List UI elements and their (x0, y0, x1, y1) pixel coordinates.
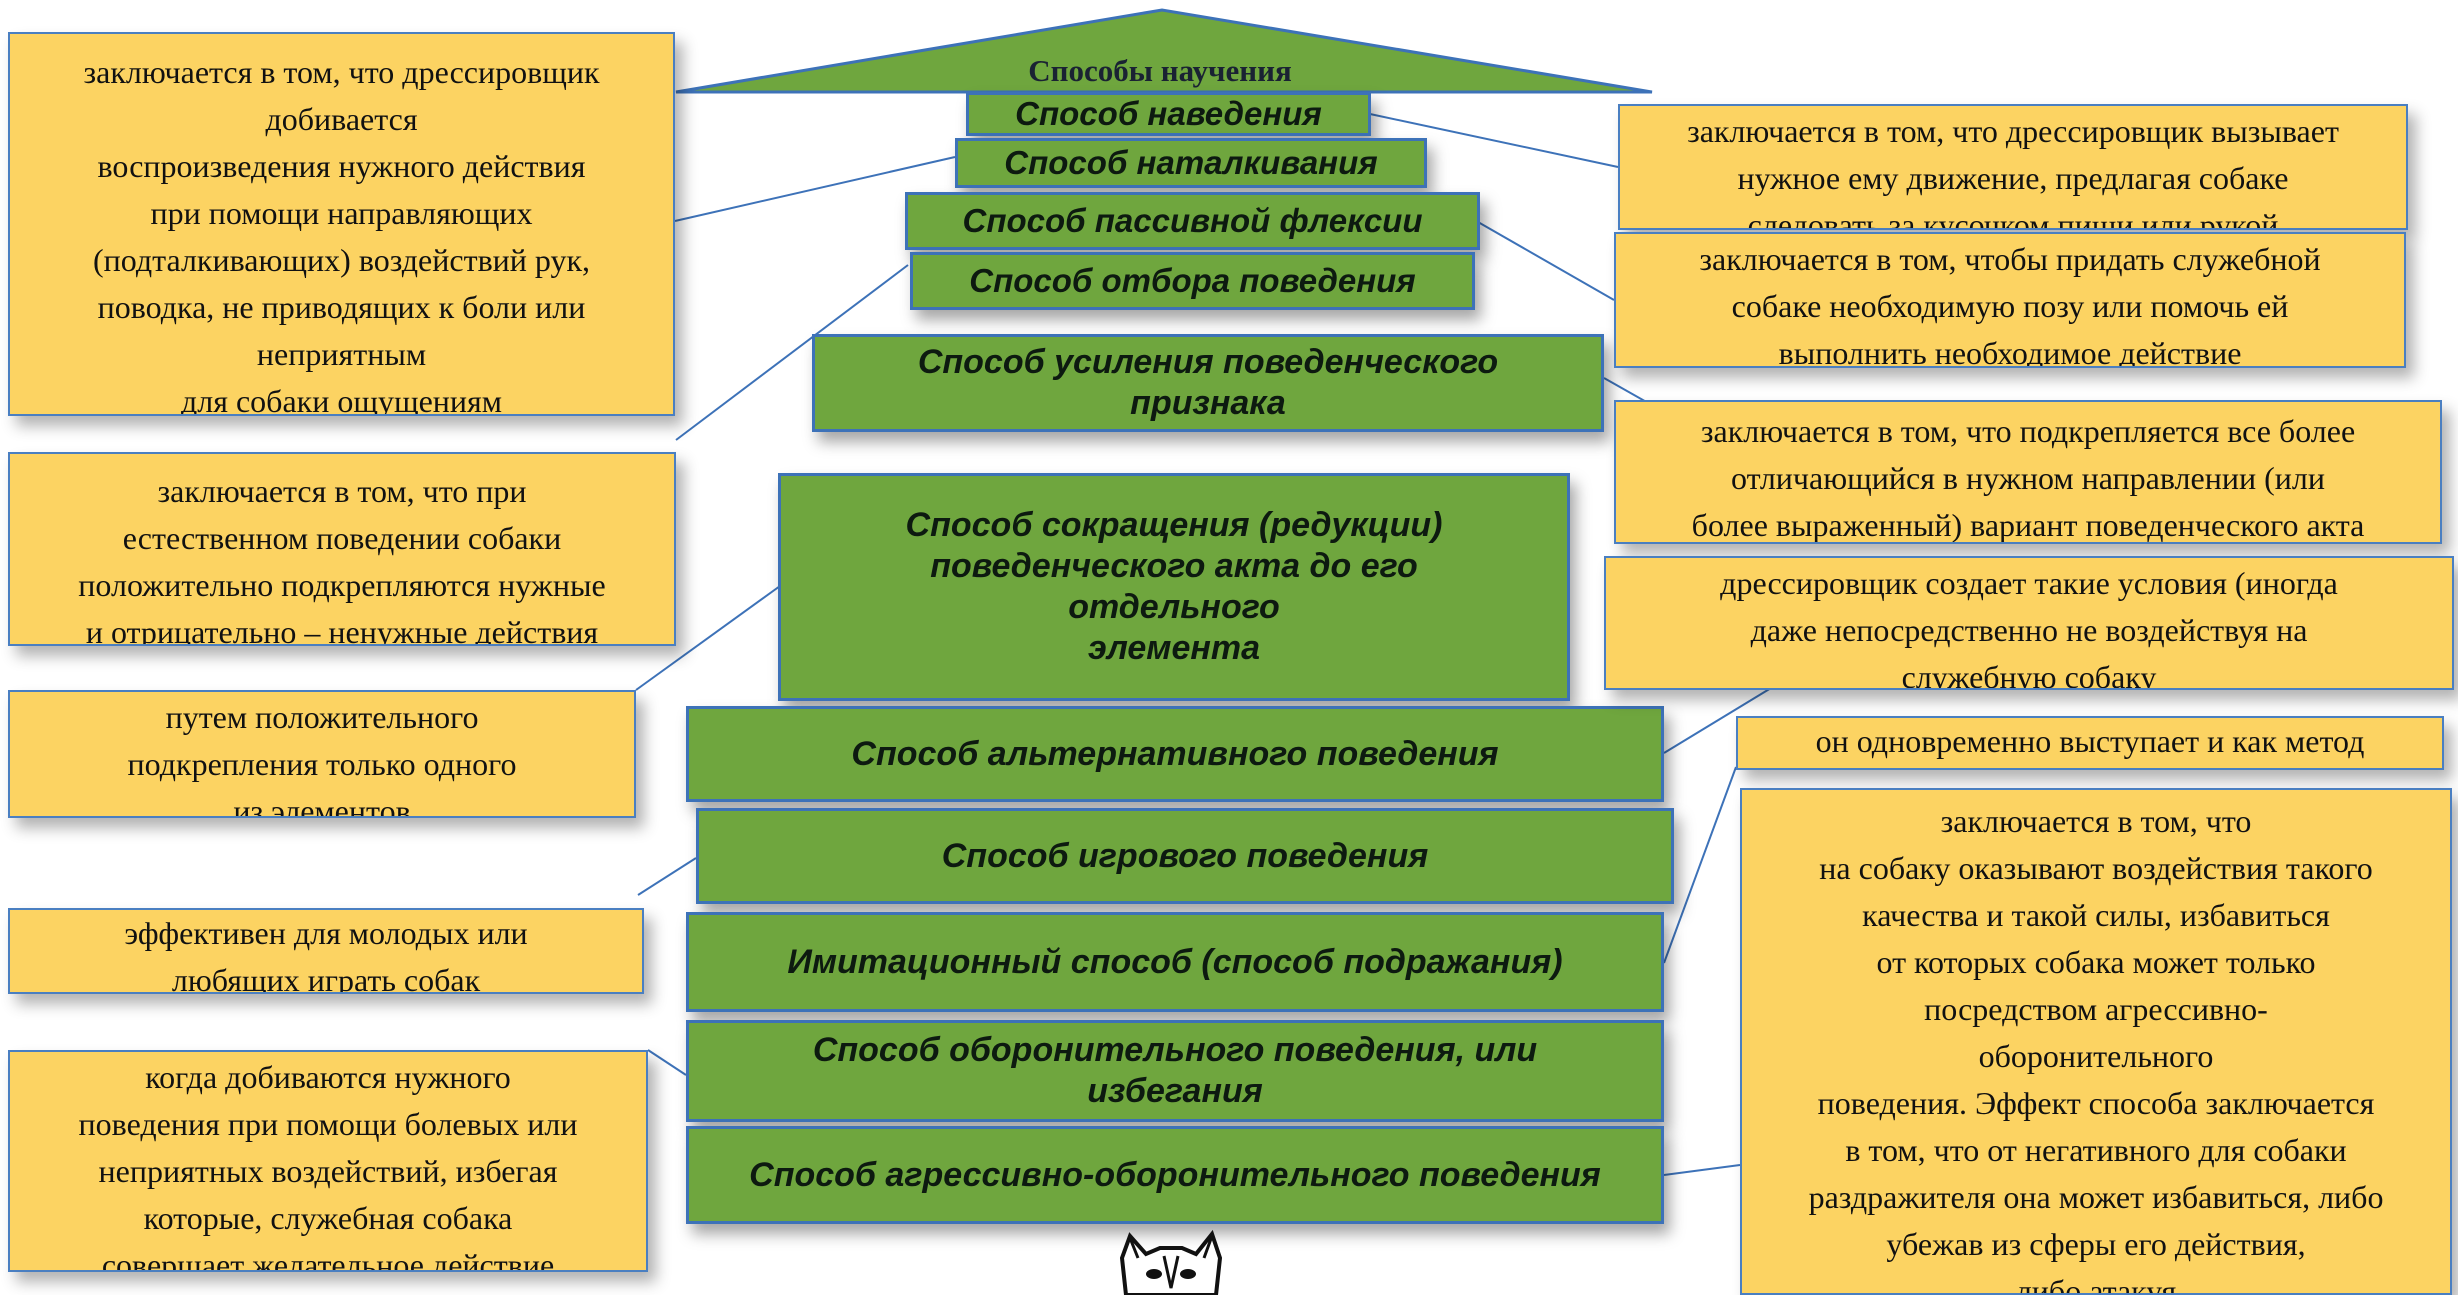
method-pushing: Способ наталкивания (955, 138, 1427, 188)
dog-head-icon (1119, 1229, 1223, 1295)
desc-text: заключается в том, что дрессировщик вызы… (1687, 113, 2339, 230)
connector-line (1663, 1164, 1741, 1176)
method-label: Способ отбора поведения (969, 262, 1416, 300)
diagram-title: Способы научения (1028, 53, 1292, 88)
connector-line (1369, 113, 1619, 168)
desc-left-top: заключается в том, что дрессировщик доби… (8, 32, 675, 416)
desc-text: путем положительного подкрепления только… (127, 699, 517, 818)
desc-right-3: заключается в том, что подкрепляется все… (1614, 400, 2442, 544)
method-label: Способ альтернативного поведения (851, 734, 1499, 773)
connector-line (675, 264, 909, 441)
method-defensive-behavior: Способ оборонительного поведения, или из… (686, 1020, 1664, 1122)
method-trait-reinforcement: Способ усиления поведенческого признака (812, 334, 1604, 432)
method-label: Способ сокращения (редукции) поведенческ… (905, 506, 1443, 667)
method-label: Способ агрессивно-оборонительного поведе… (749, 1155, 1601, 1194)
method-label: Способ оборонительного поведения, или из… (812, 1031, 1538, 1110)
connector-line (637, 857, 697, 896)
desc-text: заключается в том, что на собаку оказыва… (1808, 803, 2384, 1295)
desc-text: заключается в том, чтобы придать служебн… (1699, 241, 2321, 368)
method-label: Способ пассивной флексии (962, 202, 1423, 240)
method-guiding: Способ наведения (966, 92, 1371, 136)
desc-right-1: заключается в том, что дрессировщик вызы… (1618, 104, 2408, 230)
desc-left-2: заключается в том, что при естественном … (8, 452, 676, 646)
desc-right-2: заключается в том, чтобы придать служебн… (1614, 232, 2406, 368)
method-label: Способ наталкивания (1004, 144, 1378, 182)
method-label: Способ усиления поведенческого признака (917, 343, 1499, 422)
method-act-reduction: Способ сокращения (редукции) поведенческ… (778, 473, 1570, 701)
desc-text: заключается в том, что дрессировщик доби… (83, 54, 600, 416)
desc-right-5: он одновременно выступает и как метод (1736, 716, 2444, 770)
desc-text: дрессировщик создает такие условия (иног… (1720, 565, 2338, 690)
connector-line (674, 156, 956, 222)
method-label: Имитационный способ (способ подражания) (787, 942, 1563, 981)
desc-right-4: дрессировщик создает такие условия (иног… (1604, 556, 2454, 690)
method-alternative-behavior: Способ альтернативного поведения (686, 706, 1664, 802)
desc-left-3: путем положительного подкрепления только… (8, 690, 636, 818)
connector-line (1663, 684, 1777, 754)
method-behavior-selection: Способ отбора поведения (910, 252, 1475, 310)
desc-left-4: эффективен для молодых или любящих играт… (8, 908, 644, 994)
connector-line (1663, 766, 1737, 964)
method-passive-flexion: Способ пассивной флексии (905, 192, 1480, 250)
method-play-behavior: Способ игрового поведения (696, 808, 1674, 904)
connector-line (647, 1049, 687, 1076)
method-label: Способ игрового поведения (941, 836, 1429, 875)
desc-text: эффективен для молодых или любящих играт… (124, 915, 528, 994)
method-imitation: Имитационный способ (способ подражания) (686, 912, 1664, 1012)
connector-line (1477, 221, 1615, 301)
desc-text: заключается в том, что подкрепляется все… (1691, 413, 2365, 544)
desc-text: заключается в том, что при естественном … (78, 473, 606, 646)
desc-text: он одновременно выступает и как метод (1815, 723, 2365, 759)
method-label: Способ наведения (1015, 95, 1322, 133)
desc-right-6: заключается в том, что на собаку оказыва… (1740, 788, 2452, 1295)
method-aggressive-defensive: Способ агрессивно-оборонительного поведе… (686, 1126, 1664, 1224)
connector-line (635, 585, 781, 691)
desc-left-5: когда добиваются нужного поведения при п… (8, 1050, 648, 1272)
desc-text: когда добиваются нужного поведения при п… (78, 1059, 578, 1272)
